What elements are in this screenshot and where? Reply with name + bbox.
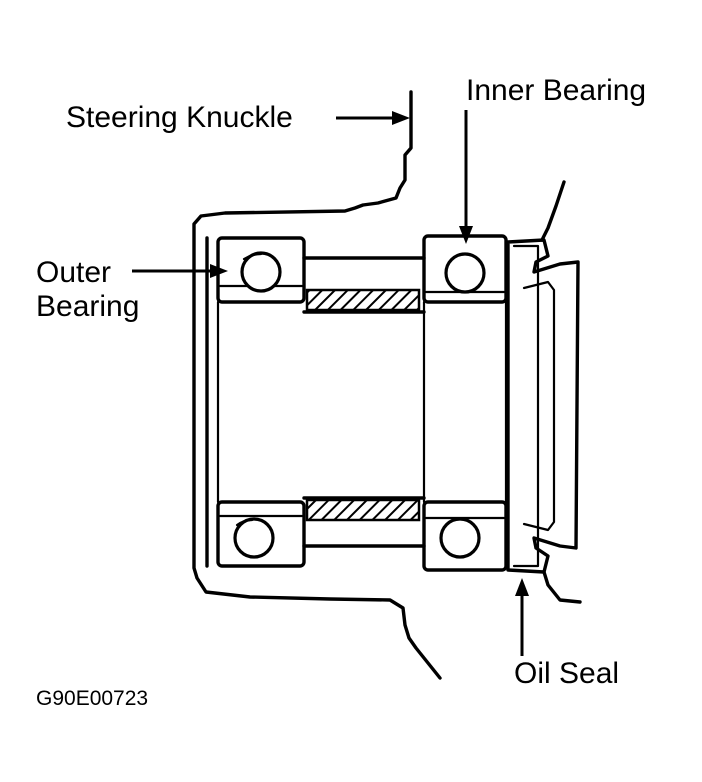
outer-bearing-arrow <box>132 264 228 278</box>
oil-seal-arrow <box>515 578 529 656</box>
outer-bearing-label-line1: Outer <box>36 256 111 289</box>
inner-bearing-arrow <box>459 110 473 244</box>
figure-code: G90E00723 <box>36 687 148 710</box>
spacer-sleeve <box>302 256 426 548</box>
oil-seal-label: Oil Seal <box>514 657 619 690</box>
steering-knuckle-arrow <box>336 111 410 125</box>
inner-bearing-label: Inner Bearing <box>466 74 646 107</box>
housing-wall <box>205 236 220 568</box>
outer-bearing <box>216 236 306 568</box>
steering-knuckle <box>192 90 442 680</box>
steering-knuckle-label: Steering Knuckle <box>66 101 293 134</box>
inner-bearing <box>422 234 508 572</box>
outer-bearing-label-line2: Bearing <box>36 290 139 323</box>
oil-seal <box>506 180 582 604</box>
